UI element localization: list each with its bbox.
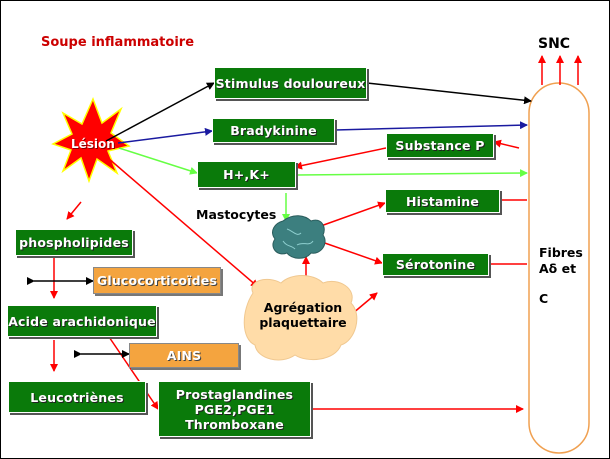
fibres-line-3: C: [539, 291, 549, 306]
prostaglandines-line-3: Thromboxane: [185, 416, 284, 432]
acide-arachidonique-label: Acide arachidonique: [8, 313, 156, 329]
ains-label: AINS: [166, 348, 202, 363]
ains-box: AINS: [129, 343, 239, 368]
histamine-box: Histamine: [385, 189, 500, 213]
glucocorticoides-label: Glucocorticoïdes: [96, 273, 218, 288]
phospholipides-label: phospholipides: [19, 235, 129, 250]
fibres-line-2: Aδ et: [539, 261, 577, 276]
ions-label: H+,K+: [223, 167, 270, 182]
bradykinine-box: Bradykinine: [212, 118, 335, 143]
page-title: Soupe inflammatoire: [41, 35, 195, 50]
mastocytes-blob-shape: [272, 215, 326, 259]
substance-p-label: Substance P: [395, 138, 485, 153]
lesion-label: Lésion: [71, 137, 115, 151]
leucotrienes-box: Leucotriènes: [8, 381, 146, 413]
ions-box: H+,K+: [197, 161, 296, 188]
glucocorticoides-box: Glucocorticoïdes: [93, 267, 221, 294]
leucotrienes-label: Leucotriènes: [30, 389, 124, 405]
acide-arachidonique-box: Acide arachidonique: [7, 305, 157, 337]
fibres-shape: [528, 82, 590, 454]
histamine-label: Histamine: [405, 193, 480, 209]
prostaglandines-box: Prostaglandines PGE2,PGE1 Thromboxane: [158, 381, 311, 437]
prostaglandines-line-1: Prostaglandines: [175, 386, 294, 402]
agregation-label: Agrégation plaquettaire: [255, 300, 351, 330]
agregation-cloud-shape: [243, 275, 358, 361]
substance-p-box: Substance P: [386, 133, 494, 158]
stimulus-douloureux-label: Stimulus douloureux: [215, 75, 366, 91]
phospholipides-box: phospholipides: [15, 229, 133, 256]
serotonine-box: Sérotonine: [382, 253, 489, 276]
mastocytes-label: Mastocytes: [196, 207, 277, 222]
bradykinine-label: Bradykinine: [230, 123, 317, 138]
fibres-line-1: Fibres: [539, 245, 583, 260]
snc-label: SNC: [538, 36, 571, 52]
serotonine-label: Sérotonine: [395, 257, 476, 272]
prostaglandines-line-2: PGE2,PGE1: [194, 401, 275, 417]
agregation-line-2: plaquettaire: [259, 315, 347, 330]
fibres-label: Fibres Aδ et C: [539, 245, 583, 307]
agregation-line-1: Agrégation: [263, 300, 343, 315]
stimulus-douloureux-box: Stimulus douloureux: [214, 67, 367, 99]
